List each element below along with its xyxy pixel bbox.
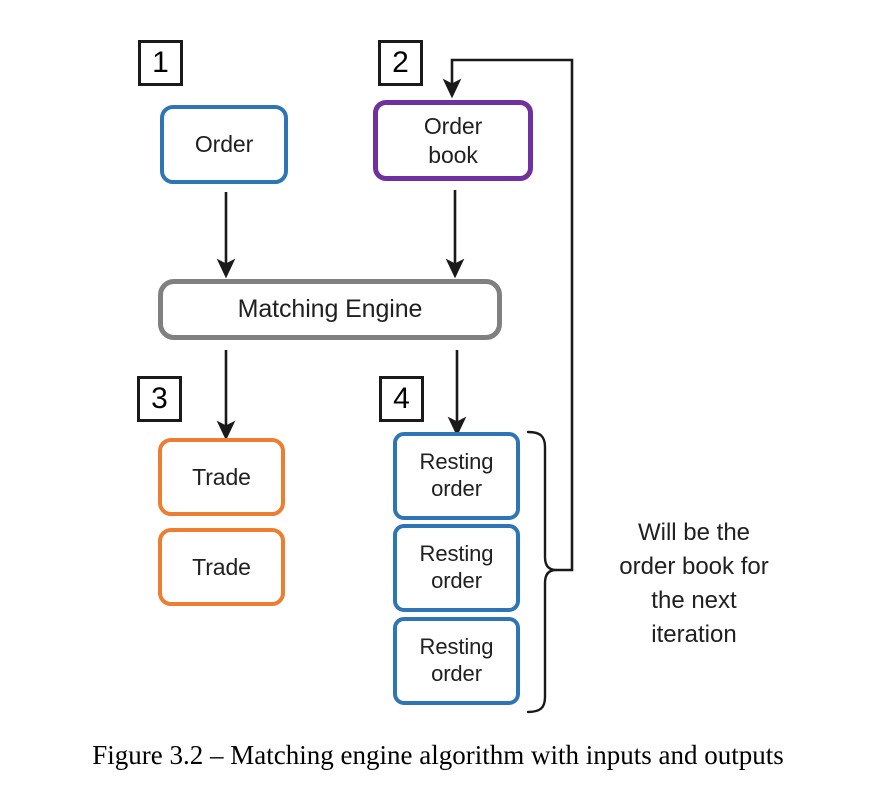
node-matching-engine[interactable]: Matching Engine [158,279,502,340]
resting-orders-brace [526,430,558,714]
node-resting-order-3-label: Resting order [419,634,494,686]
node-trade-1[interactable]: Trade [158,438,285,516]
node-resting-order-2[interactable]: Resting order [393,524,520,612]
node-resting-order-1-label: Resting order [419,449,494,501]
step-marker-3: 3 [137,376,182,422]
node-trade-2[interactable]: Trade [158,528,285,606]
feedback-note-text: Will be the order book for the next iter… [619,519,769,649]
node-order-label: Order [194,131,254,158]
node-order-book[interactable]: Order book [373,100,533,181]
node-resting-order-2-label: Resting order [419,541,494,593]
node-trade-2-label: Trade [192,553,251,580]
step-marker-4: 4 [379,376,424,422]
node-resting-order-1[interactable]: Resting order [393,432,520,520]
node-order[interactable]: Order [160,105,288,184]
step-marker-1: 1 [138,40,183,86]
figure-caption: Figure 3.2 – Matching engine algorithm w… [92,740,784,770]
step-marker-2: 2 [378,40,423,86]
node-order-book-label: Order book [423,113,483,168]
node-matching-engine-label: Matching Engine [237,295,423,324]
node-resting-order-3[interactable]: Resting order [393,617,520,705]
node-trade-1-label: Trade [192,463,251,490]
